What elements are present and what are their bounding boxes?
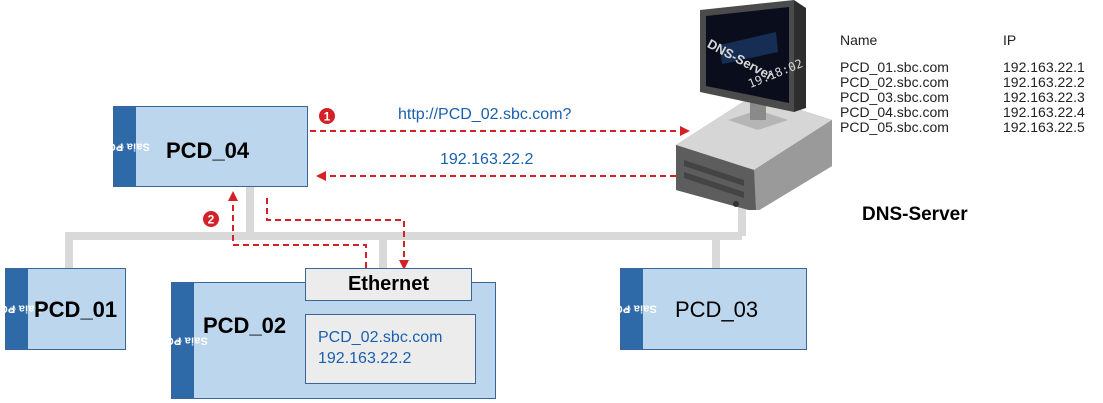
dns-table-row: PCD_01.sbc.com 192.163.22.1 <box>840 60 1103 75</box>
request-url-text: http://PCD_02.sbc.com? <box>398 106 572 123</box>
device-label: PCD_02 <box>203 313 287 338</box>
device-label: PCD_01 <box>34 297 118 322</box>
address-info: PCD_02.sbc.com 192.163.22.2 <box>318 327 443 369</box>
query-arrow-to-pcd02 <box>266 198 409 270</box>
row-ip: 192.163.22.1 <box>1003 59 1085 75</box>
device-label: PCD_04 <box>166 138 250 163</box>
device-pcd04: Saia PCD® PCD_04 <box>100 106 308 187</box>
step1-marker <box>319 108 335 124</box>
row-ip: 192.163.22.4 <box>1003 104 1085 120</box>
dns-table-row: PCD_04.sbc.com 192.163.22.4 <box>840 105 1103 120</box>
device-pcd01: Saia PCD® PCD_01 <box>0 268 126 350</box>
dns-table-row: PCD_02.sbc.com 192.163.22.2 <box>840 75 1103 90</box>
ethernet-module: Ethernet <box>305 268 472 301</box>
row-name: PCD_02.sbc.com <box>840 74 949 90</box>
server-computer-icon: DNS-Server 19:18:02 <box>676 0 836 212</box>
header-ip: IP <box>1003 32 1017 48</box>
row-name: PCD_01.sbc.com <box>840 59 949 75</box>
brand-strip: Saia PCD® <box>158 283 208 398</box>
svg-text:2: 2 <box>208 213 215 227</box>
row-ip: 192.163.22.3 <box>1003 89 1085 105</box>
header-name: Name <box>840 32 878 48</box>
svg-text:1: 1 <box>324 110 331 124</box>
address-panel: PCD_02.sbc.com 192.163.22.2 <box>305 314 476 384</box>
step2-marker <box>203 211 219 227</box>
device-label: PCD_03 <box>675 297 759 322</box>
device-pcd02: Saia PCD® PCD_02 PCD_02.sbc.com 192.163.… <box>158 282 496 399</box>
dns-table-row: PCD_03.sbc.com 192.163.22.3 <box>840 90 1103 105</box>
brand-strip: Saia PCD® <box>0 269 42 349</box>
row-name: PCD_04.sbc.com <box>840 104 949 120</box>
hostname-text: PCD_02.sbc.com <box>318 329 443 346</box>
device-pcd03: Saia PCD® PCD_03 <box>607 268 807 350</box>
step-markers: 1 2 <box>203 108 335 227</box>
row-ip: 192.163.22.5 <box>1003 119 1085 135</box>
row-name: PCD_05.sbc.com <box>840 119 949 135</box>
row-name: PCD_03.sbc.com <box>840 89 949 105</box>
row-ip: 192.163.22.2 <box>1003 74 1085 90</box>
dns-table-row: PCD_05.sbc.com 192.163.22.5 <box>840 120 1103 135</box>
dns-table-header: Name IP <box>840 33 1103 48</box>
reply-arrow-to-pcd04 <box>228 191 367 268</box>
ip-text: 192.163.22.2 <box>318 350 412 367</box>
brand-strip: Saia PCD® <box>607 269 657 349</box>
brand-strip: Saia PCD® <box>100 107 150 186</box>
dns-server-label: DNS-Server <box>862 204 968 225</box>
response-ip-text: 192.163.22.2 <box>440 151 534 168</box>
dns-table: Name IP PCD_01.sbc.com 192.163.22.1 PCD_… <box>840 33 1103 135</box>
